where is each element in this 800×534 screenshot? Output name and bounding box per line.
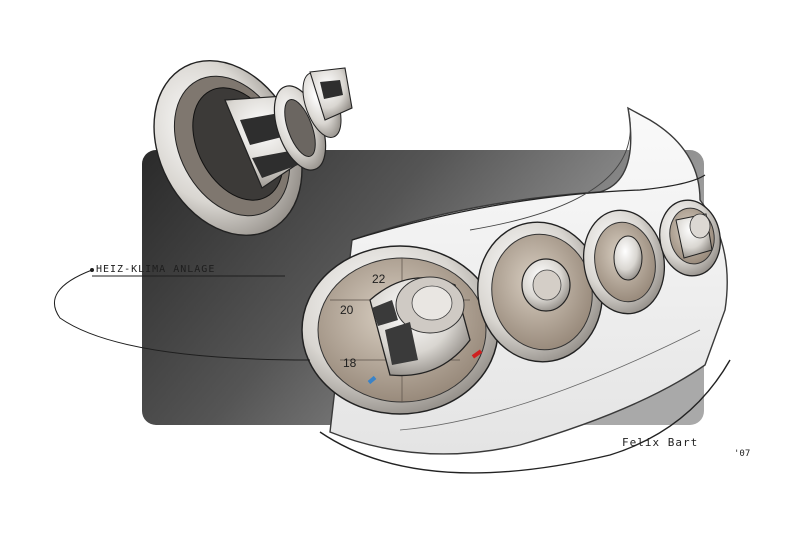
hot-marker (471, 349, 483, 359)
exploded-knob-view (153, 60, 353, 236)
dashboard-crease-line (399, 329, 701, 431)
annotation-leader-line (54, 269, 311, 361)
dashboard-top-line (351, 174, 706, 241)
dashboard-swoop-line (469, 107, 631, 231)
dashboard-lower-edge (319, 359, 731, 474)
temperature-dial (301, 245, 499, 415)
dial-tick-22: 22 (372, 272, 386, 286)
signature-year: '07 (734, 449, 750, 459)
dial-tick-20: 20 (340, 303, 354, 317)
annotation-dot (90, 268, 94, 272)
side-knob (659, 199, 721, 277)
cold-marker (367, 375, 377, 385)
secondary-dial (477, 221, 603, 363)
dial-tick-18: 18 (343, 356, 357, 370)
annotation-label: HEIZ-KLIMA ANLAGE (96, 264, 215, 275)
signature: Felix Bart (622, 436, 698, 449)
tertiary-dial (582, 209, 666, 315)
